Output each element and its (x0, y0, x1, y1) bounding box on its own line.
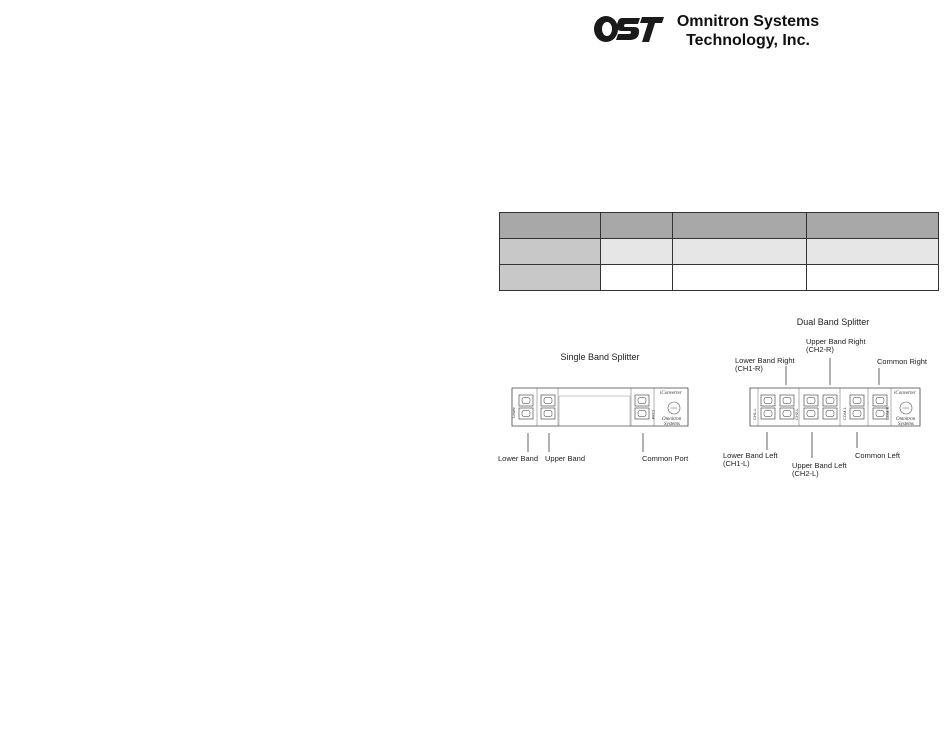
dual-label-lower-left-2: (CH1-L) (723, 459, 750, 468)
table-header-row (499, 212, 939, 239)
svg-text:COM-L: COM-L (842, 406, 847, 420)
dual-label-upper-right-1: Upper Band Right (806, 337, 867, 346)
single-common-port: COM (634, 394, 656, 419)
dual-ch1-right-port (779, 394, 795, 420)
table-cell (806, 264, 939, 291)
dual-label-upper-left-1: Upper Band Left (792, 461, 848, 470)
table-cell (499, 238, 601, 265)
dual-label-common-left: Common Left (855, 451, 901, 460)
table-cell (672, 264, 807, 291)
dual-label-lower-right-1: Lower Band Right (735, 356, 796, 365)
dual-brand-top: iConverter (894, 391, 916, 396)
svg-text:COM: COM (651, 410, 656, 419)
single-label-common-port: Common Port (642, 454, 689, 463)
dual-ch2-right-port (822, 394, 838, 420)
dual-label-lower-left-1: Lower Band Left (723, 451, 779, 460)
dual-ch1-left-port (760, 394, 776, 420)
company-name: Omnitron Systems Technology, Inc. (672, 12, 824, 50)
table-row (499, 238, 939, 265)
single-lower-band-port: Lower (511, 394, 534, 420)
table-header-cell (806, 212, 939, 239)
single-band-splitter: Single Band Splitter Lower (498, 352, 689, 463)
dual-brand-bottom-2: Systems (898, 422, 914, 427)
dual-brand-bottom-1: Omnitron (896, 417, 916, 422)
dual-common-left-port (849, 394, 865, 420)
table-row (499, 264, 939, 291)
company-line-1: Omnitron Systems (676, 13, 820, 30)
svg-text:Lower: Lower (511, 406, 516, 418)
table-cell (672, 238, 807, 265)
single-splitter-title: Single Band Splitter (560, 352, 639, 362)
single-brand-bottom-1: Omnitron (662, 417, 682, 422)
dual-ch2-left-port (803, 394, 819, 420)
svg-text:COM-R: COM-R (885, 406, 890, 420)
svg-text:CH1-L: CH1-L (752, 408, 757, 420)
table-header-cell (672, 212, 807, 239)
dual-label-upper-right-2: (CH2-R) (806, 345, 834, 354)
table-cell (499, 264, 601, 291)
single-label-lower-band: Lower Band (498, 454, 538, 463)
ost-logo-icon (594, 16, 664, 42)
dual-label-common-right: Common Right (877, 357, 928, 366)
table-cell (600, 264, 673, 291)
spec-table (499, 212, 939, 291)
dual-splitter-title: Dual Band Splitter (797, 317, 870, 327)
single-label-upper-band: Upper Band (545, 454, 585, 463)
dual-label-lower-right-2: (CH1-R) (735, 364, 763, 373)
dual-common-right-port (872, 394, 888, 420)
single-brand-bottom-2: Systems (664, 422, 680, 427)
company-line-2: Technology, Inc. (686, 32, 810, 49)
single-upper-band-port (540, 394, 556, 420)
dual-band-splitter: Dual Band Splitter Upper Band Right (CH2… (723, 317, 928, 478)
header-logo: Omnitron Systems Technology, Inc. (592, 12, 832, 52)
dual-label-upper-left-2: (CH2-L) (792, 469, 819, 478)
svg-text:CH2-L: CH2-L (794, 408, 799, 420)
single-brand-top: iConverter (660, 391, 682, 396)
